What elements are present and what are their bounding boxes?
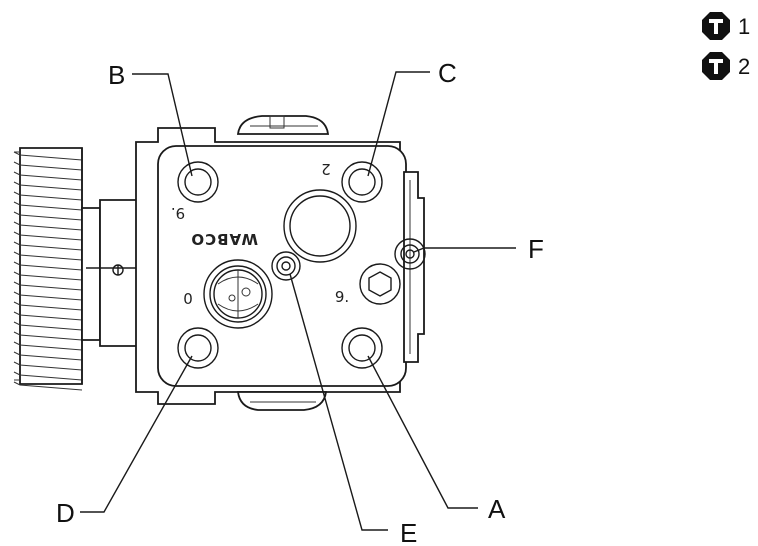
mark-9-left-engraving: 9. (171, 204, 185, 222)
test-port-e[interactable] (271, 251, 301, 281)
gear-tooth (13, 221, 83, 231)
bolt-port-b[interactable] (177, 161, 219, 203)
port-0-engraving: 0 (183, 290, 193, 308)
callout-c: C (438, 58, 457, 88)
gear-tooth (13, 321, 83, 331)
gear-tooth (13, 241, 83, 251)
brand-engraving: WABCO (190, 230, 258, 248)
port-f[interactable] (394, 238, 426, 270)
bolt-port-d[interactable] (177, 327, 219, 369)
gear-tooth (13, 201, 83, 211)
gear-tooth (13, 371, 83, 381)
gear-tooth (13, 341, 83, 351)
callout-d: D (56, 498, 75, 528)
bolt-port-a[interactable] (341, 327, 383, 369)
callout-a: A (488, 494, 506, 524)
gear-tooth (13, 281, 83, 291)
hex-plug (359, 263, 401, 305)
callout-e: E (400, 518, 417, 546)
gear-tooth (13, 211, 83, 221)
torque-icon (702, 12, 730, 40)
gear-tooth (13, 381, 83, 391)
gear-tooth (13, 191, 83, 201)
legend-item-2: 2 (738, 54, 750, 79)
gear-tooth (13, 361, 83, 371)
gear-tooth (13, 231, 83, 241)
leader-lines (80, 71, 516, 531)
mark-9-right-engraving: 9. (335, 288, 349, 306)
legend-item-1: 1 (738, 14, 750, 39)
gear-tooth (13, 251, 83, 261)
callout-b: B (108, 60, 125, 90)
gear-tooth (13, 151, 83, 161)
gear-tooth (13, 311, 83, 321)
gear-tooth (13, 291, 83, 301)
legend: 1 2 (702, 12, 750, 80)
torque-icon (702, 52, 730, 80)
gear-tooth (13, 181, 83, 191)
valve-housing (135, 115, 425, 411)
gear-tooth (13, 331, 83, 341)
exhaust-port (203, 259, 273, 329)
bolt-port-c[interactable] (341, 161, 383, 203)
gear-wheel (13, 147, 83, 391)
gear-tooth (13, 161, 83, 171)
gear-tooth (13, 271, 83, 281)
gear-tooth (13, 301, 83, 311)
gear-tooth (13, 261, 83, 271)
gear-tooth (13, 171, 83, 181)
callout-f: F (528, 234, 544, 264)
center-plug (283, 189, 357, 263)
port-2-engraving: 2 (321, 160, 331, 178)
gear-tooth (13, 351, 83, 361)
shaft-hub (81, 199, 150, 347)
